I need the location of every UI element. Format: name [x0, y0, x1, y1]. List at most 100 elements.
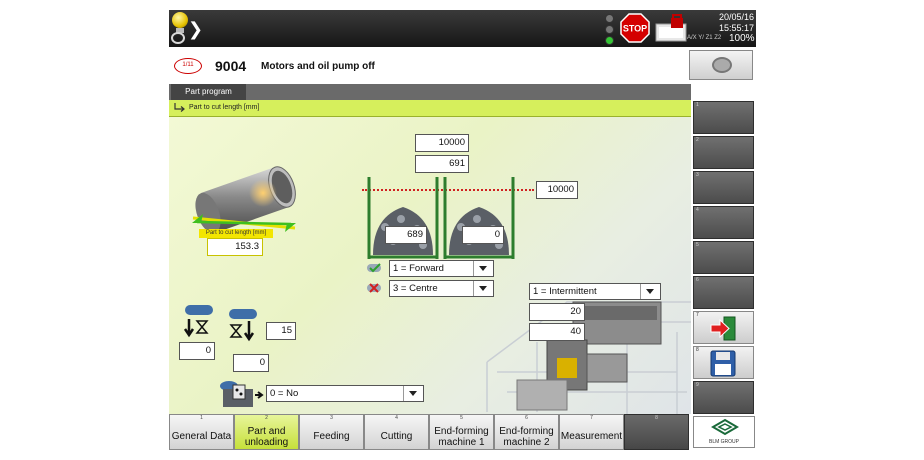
softkey-label: Measurement: [560, 431, 623, 442]
main-panel: Part to cut length [mm] 153.3 10000 691 …: [169, 117, 691, 414]
lightbulb-icon[interactable]: [172, 12, 188, 28]
position-select[interactable]: 3 = Centre: [389, 280, 494, 297]
value-20-field[interactable]: 20: [529, 303, 585, 321]
softkey-label: End-forming machine 1: [434, 426, 489, 448]
side-button-number: 6: [696, 277, 699, 283]
side-button-number: 8: [696, 347, 699, 353]
side-button-4[interactable]: 4: [693, 206, 754, 239]
exit-button[interactable]: 7: [693, 311, 754, 344]
softkey-number: 8: [655, 415, 658, 421]
value-40-field[interactable]: 40: [529, 323, 585, 341]
message-code: 9004: [215, 58, 247, 74]
acknowledge-button[interactable]: [689, 50, 753, 80]
tube-icon: [195, 166, 296, 229]
side-button-1[interactable]: 1: [693, 101, 754, 134]
softkey-measurement[interactable]: 7 Measurement: [559, 414, 624, 450]
acknowledge-icon: [712, 57, 732, 73]
blm-logo-icon: [711, 418, 739, 436]
blm-logo-text: BLM GROUP: [708, 439, 739, 445]
side-button-number: 9: [696, 382, 699, 388]
exit-door-icon: [710, 316, 736, 341]
status-led-3: [605, 36, 614, 45]
message-row: 1/11 9004 Motors and oil pump off: [169, 47, 756, 84]
softkey-number: 1: [200, 415, 203, 421]
softkey-end-forming-2[interactable]: 6 End-forming machine 2: [494, 414, 559, 450]
softkey-label: Cutting: [380, 431, 413, 442]
return-arrow-icon: [174, 103, 185, 112]
softkey-bar: 1 General Data 2 Part and unloading 3 Fe…: [169, 414, 756, 450]
forward-direction-icon: [367, 263, 381, 273]
message-text: Motors and oil pump off: [261, 61, 375, 72]
side-button-3[interactable]: 3: [693, 171, 754, 204]
wrench-icon[interactable]: [171, 32, 185, 44]
length-second-field[interactable]: 691: [415, 155, 469, 173]
save-button[interactable]: 8: [693, 346, 754, 379]
clock: 20/05/16 15:55:17: [692, 12, 754, 34]
tab-part-program[interactable]: Part program: [171, 84, 246, 100]
softkey-number: 6: [525, 415, 528, 421]
softkey-8[interactable]: 8: [624, 414, 689, 450]
time-text: 15:55:17: [718, 23, 754, 33]
side-button-5[interactable]: 5: [693, 241, 754, 274]
softkey-feeding[interactable]: 3 Feeding: [299, 414, 364, 450]
direction-select[interactable]: 1 = Forward: [389, 260, 494, 277]
bin-left-count-field[interactable]: 689: [385, 226, 427, 244]
forward-arrow-button[interactable]: ❯: [188, 19, 204, 39]
softkey-number: 3: [330, 415, 333, 421]
length-total-field[interactable]: 10000: [415, 134, 469, 152]
lightbulb-base: [176, 28, 184, 33]
stop-icon[interactable]: STOP: [620, 13, 650, 43]
softkey-cutting[interactable]: 4 Cutting: [364, 414, 429, 450]
message-count-badge[interactable]: 1/11: [174, 58, 202, 74]
cut-length-arrow-icon: [192, 214, 296, 232]
mode-select-value: 1 = Intermittent: [533, 286, 597, 297]
softkey-end-forming-1[interactable]: 5 End-forming machine 1: [429, 414, 494, 450]
softkey-label: End-forming machine 2: [499, 426, 554, 448]
softkey-number: 2: [265, 415, 268, 421]
blm-logo: BLM GROUP: [693, 416, 755, 448]
chevron-down-icon[interactable]: [473, 281, 491, 296]
chevron-down-icon[interactable]: [473, 261, 491, 276]
cut-length-field[interactable]: 153.3: [207, 238, 263, 256]
timer-mid-field[interactable]: 0: [233, 354, 269, 372]
threshold-field[interactable]: 10000: [536, 181, 578, 199]
timer-left-field[interactable]: 0: [179, 342, 215, 360]
bin-right-count-field[interactable]: 0: [462, 226, 504, 244]
centre-position-icon: [367, 283, 381, 293]
chevron-down-icon[interactable]: [403, 386, 421, 401]
lock-monitor-icon[interactable]: [655, 14, 695, 44]
softkey-part-and-unloading[interactable]: 2 Part and unloading: [234, 414, 299, 450]
mode-select[interactable]: 1 = Intermittent: [529, 283, 661, 300]
value-15-field[interactable]: 15: [266, 322, 296, 340]
direction-select-value: 1 = Forward: [393, 263, 444, 274]
axis-indicator: A/X Y/ Z1 Z2: [687, 35, 722, 41]
pipe-timer-icon: [183, 305, 257, 342]
tab-strip: Part program: [169, 84, 691, 100]
side-button-number: 1: [696, 102, 699, 108]
side-button-number: 7: [696, 312, 699, 318]
conveyor-machine-icon: [486, 301, 691, 414]
side-button-number: 5: [696, 242, 699, 248]
side-button-number: 4: [696, 207, 699, 213]
side-button-2[interactable]: 2: [693, 136, 754, 169]
softkey-general-data[interactable]: 1 General Data: [169, 414, 234, 450]
chevron-down-icon[interactable]: [640, 284, 658, 299]
side-button-6[interactable]: 6: [693, 276, 754, 309]
side-panel: 1 2 3 4 5 6 7 8 9: [691, 100, 756, 414]
percent-text: 100%: [729, 33, 755, 44]
svg-text:STOP: STOP: [623, 24, 647, 34]
unloading-bins-icon: [367, 177, 515, 259]
status-led-1: [605, 14, 614, 23]
vise-option-value: 0 = No: [270, 388, 299, 399]
vise-icon: [220, 381, 264, 407]
date-text: 20/05/16: [718, 12, 754, 22]
side-button-9[interactable]: 9: [693, 381, 754, 414]
softkey-number: 5: [460, 415, 463, 421]
position-select-value: 3 = Centre: [393, 283, 438, 294]
hmi-screen: ❯ STOP 20/05/16 15:55:17 A/X Y/ Z1 Z2 10…: [169, 10, 756, 450]
floppy-disk-icon: [710, 350, 736, 377]
threshold-line: [362, 189, 534, 191]
cut-length-label: Part to cut length [mm]: [199, 229, 273, 238]
page-title: Part to cut length [mm]: [189, 104, 260, 111]
vise-option-select[interactable]: 0 = No: [266, 385, 424, 402]
